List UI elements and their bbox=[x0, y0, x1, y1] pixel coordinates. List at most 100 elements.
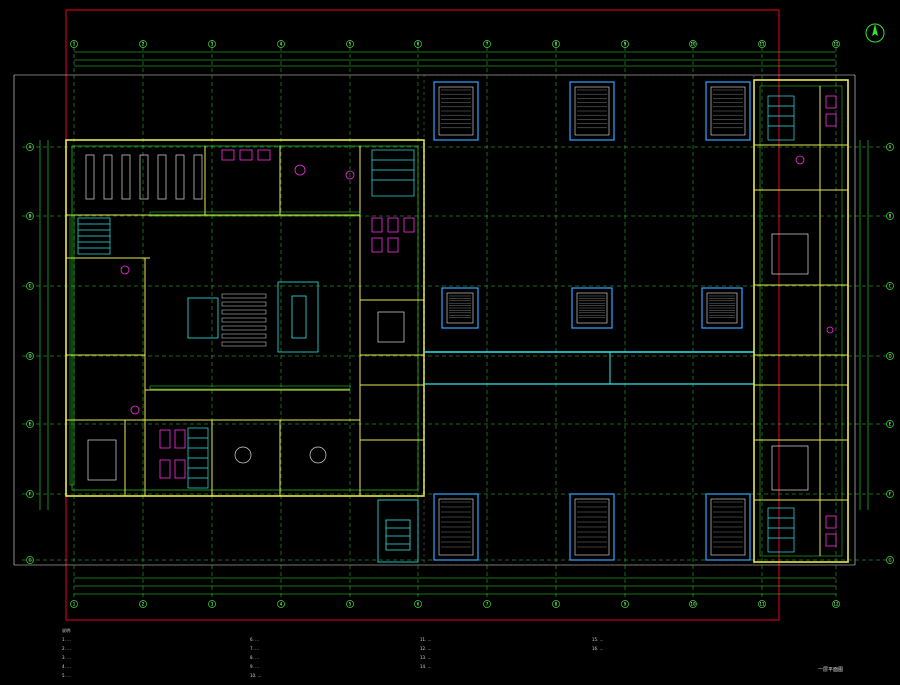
axis-bubble-label: 6 bbox=[417, 42, 420, 47]
axis-bubble: 1 bbox=[70, 40, 78, 48]
axis-bubble-label: D bbox=[28, 354, 31, 359]
shaft bbox=[569, 81, 615, 141]
axis-bubble: 5 bbox=[346, 600, 354, 608]
axis-bubble: C bbox=[26, 282, 34, 290]
axis-bubble: 8 bbox=[552, 40, 560, 48]
axis-bubble-label: B bbox=[889, 214, 892, 219]
note-line: 4. ... bbox=[62, 664, 71, 669]
axis-bubble-label: 11 bbox=[759, 42, 765, 47]
axis-bubble: D bbox=[886, 352, 894, 360]
axis-bubble-label: 6 bbox=[417, 602, 420, 607]
dimension-lines bbox=[39, 51, 869, 595]
axis-bubble-label: 7 bbox=[486, 42, 489, 47]
axis-bubble-label: C bbox=[889, 284, 892, 289]
note-line: 15. ... bbox=[592, 637, 604, 642]
axis-bubble-label: A bbox=[889, 145, 892, 150]
axis-bubble: 4 bbox=[277, 40, 285, 48]
shaft bbox=[433, 81, 479, 141]
note-line: 5. ... bbox=[62, 673, 71, 678]
axis-bubble: C bbox=[886, 282, 894, 290]
note-line: 7. ... bbox=[250, 646, 259, 651]
axis-bubble-label: 11 bbox=[759, 602, 765, 607]
right-building bbox=[753, 79, 849, 563]
note-line: 6. ... bbox=[250, 637, 259, 642]
axis-bubble-label: 1 bbox=[73, 42, 76, 47]
axis-bubble-label: 4 bbox=[280, 42, 283, 47]
axis-bubble-label: B bbox=[29, 214, 32, 219]
axis-bubble: 4 bbox=[277, 600, 285, 608]
shaft bbox=[705, 81, 751, 141]
axis-bubble: 5 bbox=[346, 40, 354, 48]
axis-bubble-label: 7 bbox=[486, 602, 489, 607]
axis-bubble: F bbox=[886, 490, 894, 498]
axis-bubble-label: 8 bbox=[555, 602, 558, 607]
axis-bubble-label: 12 bbox=[833, 42, 839, 47]
axis-bubble-label: 9 bbox=[624, 42, 627, 47]
axis-bubble: 9 bbox=[621, 600, 629, 608]
note-line: 12. ... bbox=[420, 646, 432, 651]
shaft bbox=[441, 287, 479, 329]
left-building bbox=[65, 139, 425, 563]
axis-bubble: B bbox=[886, 212, 894, 220]
shaft bbox=[701, 287, 743, 329]
axis-bubble: A bbox=[26, 143, 34, 151]
axis-bubble-label: 8 bbox=[555, 42, 558, 47]
axis-bubble-label: 1 bbox=[73, 602, 76, 607]
axis-bubble-label: G bbox=[28, 558, 31, 563]
note-line: 16. ... bbox=[592, 646, 604, 651]
note-line: 1. ... bbox=[62, 637, 71, 642]
axis-bubble-label: 3 bbox=[211, 602, 214, 607]
axis-bubble: 11 bbox=[758, 600, 766, 608]
axis-bubble-label: 5 bbox=[349, 42, 352, 47]
axis-bubble: 2 bbox=[139, 40, 147, 48]
notes-column-1: 说明: 1. ... 2. ... 3. ... 4. ... 5. ... bbox=[62, 626, 71, 680]
axis-bubble: 7 bbox=[483, 600, 491, 608]
axis-bubble: 9 bbox=[621, 40, 629, 48]
notes-heading: 说明: bbox=[62, 628, 72, 633]
notes-column-3: 11. ... 12. ... 13. ... 14. ... bbox=[420, 635, 431, 671]
axis-bubble: 12 bbox=[832, 40, 840, 48]
notes-column-2: 6. ... 7. ... 8. ... 9. ... 10. ... bbox=[250, 635, 261, 680]
axis-bubble: F bbox=[26, 490, 34, 498]
axis-bubble-label: 3 bbox=[211, 42, 214, 47]
axis-bubble-label: 10 bbox=[690, 42, 696, 47]
outer-frame bbox=[13, 74, 856, 566]
axis-bubble: A bbox=[886, 143, 894, 151]
note-line: 3. ... bbox=[62, 655, 71, 660]
open-area bbox=[423, 74, 755, 566]
axis-bubble-label: 12 bbox=[833, 602, 839, 607]
axis-bubble: G bbox=[26, 556, 34, 564]
axis-bubble: E bbox=[26, 420, 34, 428]
note-line: 2. ... bbox=[62, 646, 71, 651]
shaft bbox=[433, 493, 479, 561]
axis-bubble: 8 bbox=[552, 600, 560, 608]
shaft bbox=[571, 287, 613, 329]
axis-bubble: 1 bbox=[70, 600, 78, 608]
axis-bubble-label: E bbox=[29, 422, 32, 427]
axis-bubble: E bbox=[886, 420, 894, 428]
axis-bubble: D bbox=[26, 352, 34, 360]
axis-bubble-label: F bbox=[29, 492, 32, 497]
note-line: 10. ... bbox=[250, 673, 262, 678]
axis-bubble: 11 bbox=[758, 40, 766, 48]
axis-bubble: 7 bbox=[483, 40, 491, 48]
axis-bubble-label: 10 bbox=[690, 602, 696, 607]
drawing-title-tag: 一层平面图 bbox=[818, 667, 844, 673]
axis-bubble: 12 bbox=[832, 600, 840, 608]
north-arrow-icon bbox=[865, 23, 885, 43]
note-line: 11. ... bbox=[420, 637, 432, 642]
axis-bubble: 3 bbox=[208, 600, 216, 608]
axis-bubble: 6 bbox=[414, 40, 422, 48]
note-line: 14. ... bbox=[420, 664, 432, 669]
axis-bubble-label: D bbox=[888, 354, 891, 359]
axis-bubble-label: 5 bbox=[349, 602, 352, 607]
shaft bbox=[569, 493, 615, 561]
axis-bubble: 3 bbox=[208, 40, 216, 48]
axis-bubble: G bbox=[886, 556, 894, 564]
sheet-border bbox=[65, 9, 780, 621]
axis-bubble: B bbox=[26, 212, 34, 220]
axis-bubble-label: 9 bbox=[624, 602, 627, 607]
note-line: 9. ... bbox=[250, 664, 259, 669]
